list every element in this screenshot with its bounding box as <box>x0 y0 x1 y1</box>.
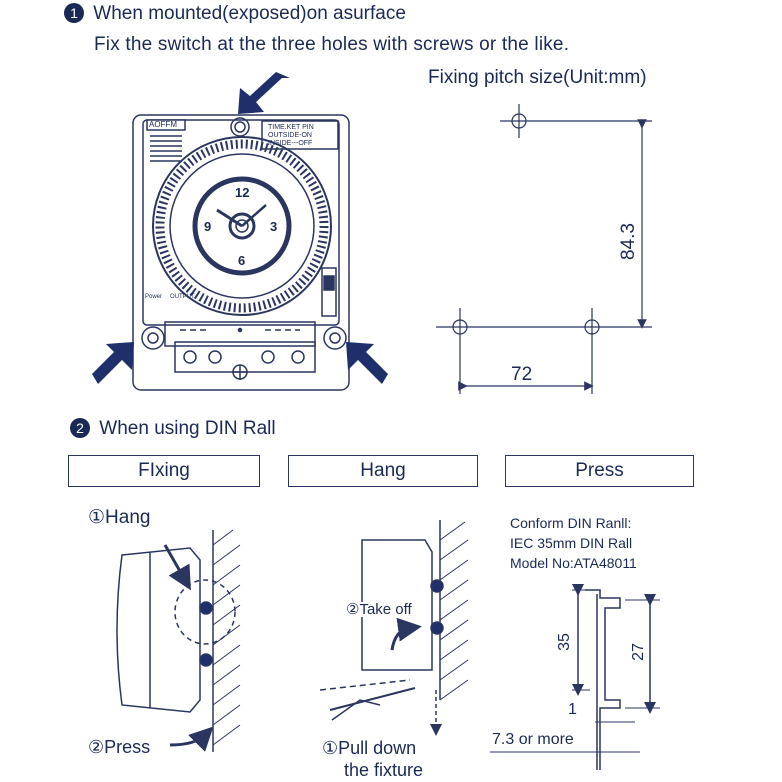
device-panel-line-2: OUTSIDE-ON <box>268 132 312 139</box>
hang-step-take-off: ②Take off <box>346 601 412 618</box>
press-spec-line-1: Conform DIN Ranll: <box>510 515 632 531</box>
fixing-step-press: ②Press <box>88 737 151 757</box>
press-spec-line-2: IEC 35mm DIN Rall <box>510 535 633 551</box>
device-brand: AOFFM <box>149 120 177 129</box>
section2-title: When using DIN Rall <box>99 418 276 439</box>
pitch-size-label: Fixing pitch size(Unit:mm) <box>428 67 647 88</box>
section2-number-badge: 2 <box>70 418 90 438</box>
section1-subtitle: Fix the switch at the three holes with s… <box>94 34 570 55</box>
rail-dim-27: 27 <box>629 643 647 661</box>
hang-step-pull-down-line1: ①Pull down <box>322 738 417 758</box>
section1-number-badge: 1 <box>64 3 84 23</box>
tab-fixing: FIxing <box>68 455 260 487</box>
hang-illustration <box>319 520 469 736</box>
device-panel-line-3: INSIDE---OFF <box>268 140 313 147</box>
dial-label-12: 12 <box>235 185 250 200</box>
section1-heading: 1 When mounted(exposed)on asurface <box>64 3 406 23</box>
device-panel-line-1: TIME.KET PIN <box>268 124 314 131</box>
fixing-step-hang: ①Hang <box>88 507 151 528</box>
dial-label-3: 3 <box>270 219 278 234</box>
mount-arrows <box>92 72 388 384</box>
pitch-diagram <box>436 104 652 394</box>
tab-press: Press <box>505 455 694 487</box>
rail-dim-35: 35 <box>555 633 573 651</box>
din-rail-profile <box>490 584 660 770</box>
section2-heading: 2 When using DIN Rall <box>70 418 276 438</box>
tab-hang: Hang <box>288 455 478 487</box>
dial-label-9: 9 <box>204 219 212 234</box>
device-output-label: OUTPUT <box>170 294 195 300</box>
dial-label-6: 6 <box>238 253 246 268</box>
device-power-label: Power <box>145 294 163 300</box>
rail-dim-clearance: 7.3 or more <box>492 731 574 748</box>
fixing-illustration <box>116 529 241 752</box>
section1-title: When mounted(exposed)on asurface <box>93 3 406 24</box>
press-spec-line-3: Model No:ATA48011 <box>510 555 637 571</box>
rail-dim-1: 1 <box>568 701 577 718</box>
vent-grille <box>150 135 182 162</box>
hang-step-pull-down-line2: the fixture <box>344 760 424 780</box>
pitch-horizontal-dimension: 72 <box>511 364 533 385</box>
timer-device <box>132 114 350 391</box>
